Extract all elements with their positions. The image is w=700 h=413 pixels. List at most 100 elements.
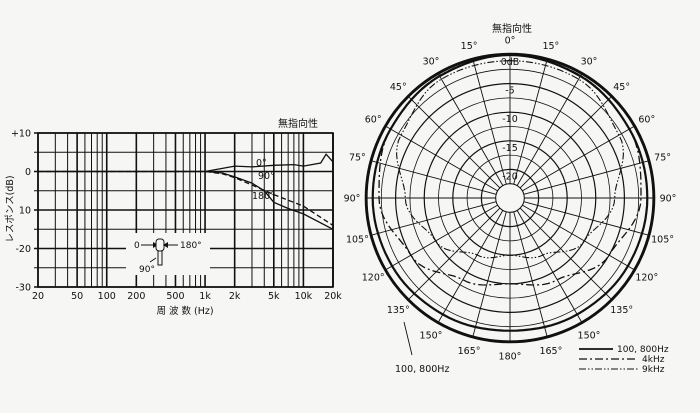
polar-series — [371, 53, 649, 332]
fr-x-tick-label: 2k — [229, 291, 241, 302]
polar-pattern-chart: 無指向性 0° 15° 30° 45° 60° 75° 90° 105° 120° 135° 150… — [344, 22, 677, 375]
fr-y-tick-label: -20 — [15, 244, 31, 255]
polar-angle-label: 165° — [458, 346, 481, 357]
polar-annotation: 100, 800Hz — [395, 364, 449, 375]
polar-spoke — [516, 210, 582, 323]
polar-series-line — [396, 60, 624, 259]
fr-series-line — [38, 170, 334, 226]
polar-radius-label: -15 — [502, 143, 518, 154]
polar-angle-label: 75° — [349, 153, 366, 164]
polar-angle-label: 165° — [539, 346, 562, 357]
fr-series-label: 0° — [256, 158, 267, 169]
polar-spoke — [513, 59, 548, 185]
polar-angle-label: 15° — [461, 41, 478, 52]
fr-title: 無指向性 — [278, 117, 318, 130]
fr-series-label: 180° — [252, 191, 275, 202]
inset-side-arrow — [149, 257, 157, 263]
polar-spoke — [519, 207, 612, 300]
fr-series-line — [38, 153, 334, 173]
polar-spoke — [472, 59, 507, 185]
polar-angle-label: 120° — [362, 273, 385, 284]
polar-radius-label: -20 — [502, 171, 518, 182]
polar-spoke — [516, 73, 582, 186]
fr-x-tick-label: 50 — [71, 291, 83, 302]
fr-y-tick-label: +10 — [11, 129, 31, 140]
polar-angle-label: 45° — [390, 82, 407, 93]
polar-angle-label: 120° — [635, 273, 658, 284]
fr-series-labels: 0° 90° 180° — [252, 158, 275, 202]
fr-x-tick-label: 1k — [199, 291, 211, 302]
polar-angle-label: 90° — [344, 194, 361, 205]
fr-series-line — [205, 170, 334, 230]
polar-radius-labels: 0dB -5 -10 -15 -20 — [501, 57, 520, 182]
inset-side-label: 90° — [139, 265, 155, 275]
fr-y-axis-label: レスポンス(dB) — [5, 175, 16, 242]
polar-angle-label: 0° — [505, 36, 516, 47]
polar-spoke — [385, 126, 498, 192]
fr-series-label: 90° — [258, 171, 275, 182]
polar-angle-label: 15° — [542, 41, 559, 52]
polar-radius-label: -5 — [505, 86, 514, 97]
polar-spoke — [371, 160, 497, 195]
fr-x-tick-labels: 20 50 100 200 500 1k 2k 5k 10k 20k — [32, 291, 342, 302]
mic-capsule-icon — [155, 238, 165, 252]
polar-legend: 100, 800Hz 4kHz 9kHz — [579, 345, 669, 375]
fr-plot-frame — [37, 132, 334, 288]
fr-y-tick-label: 0 — [25, 167, 31, 178]
polar-angle-label: 45° — [613, 82, 630, 93]
polar-angle-label: 105° — [651, 234, 674, 245]
polar-spoke — [408, 96, 501, 189]
polar-angle-label: 90° — [660, 194, 677, 205]
inset-rear-arrowhead — [163, 242, 168, 248]
legend-label-9khz: 9kHz — [642, 365, 665, 375]
polar-spoke — [513, 211, 548, 337]
polar-angle-label: 150° — [578, 330, 601, 341]
fr-x-tick-label: 10k — [295, 291, 313, 302]
polar-spoke — [438, 210, 504, 323]
polar-radius-label: -10 — [502, 114, 518, 125]
mic-orientation-inset: 0 180° 90° — [126, 233, 210, 275]
polar-angle-label: 180° — [499, 352, 522, 363]
fr-x-tick-label: 500 — [166, 291, 184, 302]
polar-outer-ring — [364, 52, 656, 344]
polar-spoke — [371, 201, 497, 236]
polar-spoke — [438, 73, 504, 186]
inset-background — [126, 233, 210, 275]
inset-rear-label: 180° — [180, 241, 202, 251]
polar-spoke — [522, 204, 635, 270]
polar-spoke — [522, 126, 635, 192]
fr-series — [38, 153, 334, 230]
polar-spoke — [523, 160, 649, 195]
fr-x-axis-label: 周 波 数 (Hz) — [156, 305, 213, 317]
polar-grid — [364, 52, 656, 344]
polar-center-hub — [495, 183, 525, 213]
polar-angle-label: 105° — [346, 234, 369, 245]
polar-series-line — [378, 54, 642, 286]
polar-angle-label: 75° — [654, 153, 671, 164]
mic-body-icon — [157, 250, 163, 266]
fr-y-tick-label: -30 — [15, 283, 31, 294]
fr-y-tick-label: 10 — [19, 206, 31, 217]
polar-spoke — [519, 96, 612, 189]
fr-x-tick-label: 20 — [32, 291, 44, 302]
polar-title: 無指向性 — [492, 22, 532, 35]
polar-angle-label: 30° — [581, 57, 598, 68]
polar-radius-label: 0dB — [501, 57, 520, 68]
legend-label-4khz: 4kHz — [642, 355, 665, 365]
fr-x-tick-label: 5k — [268, 291, 280, 302]
polar-angle-label: 30° — [423, 57, 440, 68]
fr-x-tick-label: 100 — [98, 291, 116, 302]
polar-spoke — [408, 207, 501, 300]
polar-angle-label: 135° — [387, 305, 410, 316]
polar-angle-labels: 0° 15° 30° 45° 60° 75° 90° 105° 120° 135° 150° 165°… — [344, 36, 677, 363]
fr-x-tick-label: 200 — [127, 291, 145, 302]
polar-spoke — [385, 204, 498, 270]
polar-angle-label: 60° — [365, 115, 382, 126]
fr-y-tick-labels: +10 0 10 -20 -30 — [11, 129, 31, 294]
fr-x-tick-label: 20k — [324, 291, 342, 302]
polar-angle-label: 135° — [610, 305, 633, 316]
polar-spoke — [472, 211, 507, 337]
